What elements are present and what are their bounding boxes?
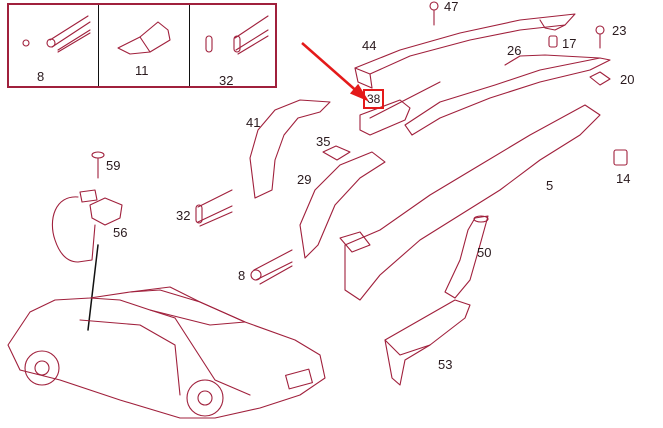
callout-32[interactable]: 32	[176, 208, 191, 223]
nut-35-icon	[322, 145, 351, 161]
callout-23[interactable]: 23	[612, 23, 627, 38]
inset-divider-2	[189, 5, 190, 86]
part-53-tray	[384, 299, 471, 386]
callout-56[interactable]: 56	[113, 225, 128, 240]
part-41-trim	[249, 99, 331, 199]
part-50-tube	[444, 215, 489, 299]
screw-23-icon	[595, 25, 605, 49]
callout-8[interactable]: 8	[238, 268, 246, 283]
inset-seal-strip-icon	[22, 15, 91, 53]
highlight-box-38	[363, 89, 384, 109]
callout-26[interactable]: 26	[507, 43, 522, 58]
callout-44[interactable]: 44	[362, 38, 377, 53]
inset-clip-icon	[117, 21, 171, 55]
strip-32	[195, 189, 233, 227]
inset-divider-1	[98, 5, 99, 86]
inset-panel-box: 8 11 32	[7, 3, 277, 88]
strip-8	[250, 249, 293, 285]
screw-47-icon	[429, 1, 439, 26]
part-5-duct	[339, 104, 601, 301]
part-38-bracket	[359, 81, 441, 136]
part-26-rail	[404, 54, 611, 136]
inset-label-8: 8	[37, 69, 45, 84]
callout-50[interactable]: 50	[477, 245, 492, 260]
callout-17[interactable]: 17	[562, 36, 577, 51]
inset-label-32: 32	[219, 73, 234, 88]
callout-35[interactable]: 35	[316, 134, 331, 149]
callout-47[interactable]: 47	[444, 0, 459, 14]
nut-20-icon	[589, 71, 611, 86]
clip-17-icon	[548, 35, 558, 48]
leader-line-56	[87, 244, 99, 331]
screw-59-icon	[91, 151, 105, 179]
inset-plug-strip-icon	[205, 15, 269, 55]
callout-38[interactable]: 38	[367, 92, 381, 106]
callout-20[interactable]: 20	[620, 72, 635, 87]
callout-29[interactable]: 29	[297, 172, 312, 187]
part-29-panel	[299, 151, 386, 259]
inset-label-11: 11	[135, 63, 149, 78]
callout-41[interactable]: 41	[246, 115, 261, 130]
callout-59[interactable]: 59	[106, 158, 121, 173]
highlight-arrow-icon	[301, 42, 370, 102]
part-44-trim	[354, 13, 576, 89]
callout-5[interactable]: 5	[546, 178, 554, 193]
callout-53[interactable]: 53	[438, 357, 453, 372]
sedan-car-illustration	[7, 286, 326, 419]
sensor-56-icon	[51, 189, 123, 263]
callout-14[interactable]: 14	[616, 171, 631, 186]
clip-14-icon	[613, 149, 628, 166]
